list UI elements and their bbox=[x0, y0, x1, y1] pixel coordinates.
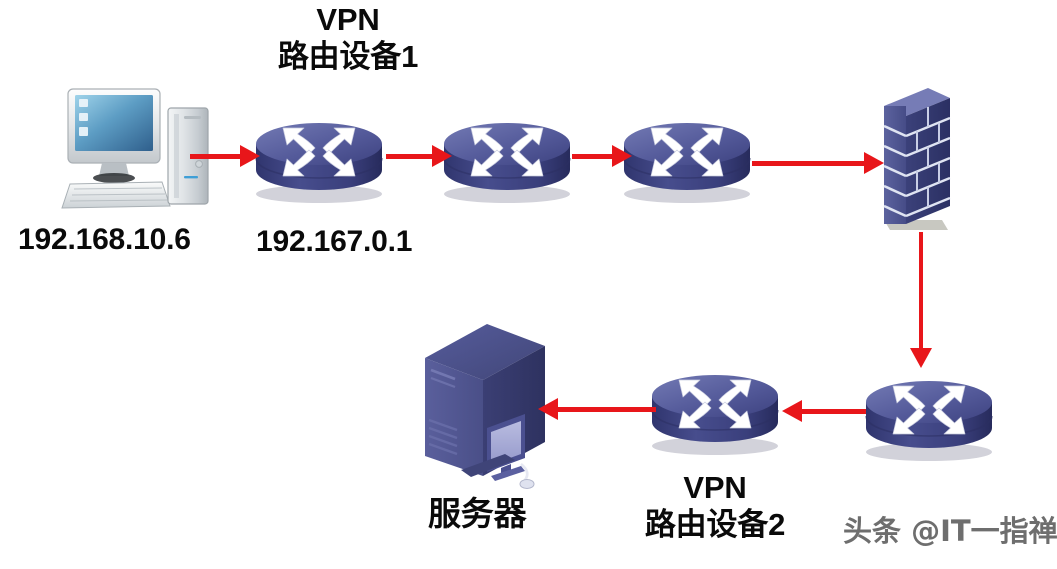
arrow-firewall-to-router4 bbox=[910, 232, 932, 368]
vpn-router-2-label: VPN 路由设备2 bbox=[610, 470, 820, 543]
router-4 bbox=[862, 358, 996, 462]
vpn-router-2-label-line1: VPN bbox=[683, 470, 747, 505]
server-label: 服务器 bbox=[428, 495, 527, 532]
vpn-router-1 bbox=[252, 100, 386, 204]
watermark: 头条 @IT一指禅 bbox=[843, 514, 1057, 548]
vpn-router-1-label: VPN 路由设备1 bbox=[238, 2, 458, 75]
router1-ip-label: 192.167.0.1 bbox=[256, 225, 413, 258]
firewall bbox=[868, 80, 954, 240]
vpn-router-1-label-line2: 路由设备1 bbox=[277, 38, 419, 74]
arrow-router1-to-router2 bbox=[386, 145, 452, 167]
server bbox=[405, 318, 577, 500]
arrow-client-to-router1 bbox=[190, 145, 260, 167]
router-2 bbox=[440, 100, 574, 204]
arrow-router4-to-router5 bbox=[782, 400, 866, 422]
vpn-router-2-label-line2: 路由设备2 bbox=[644, 506, 786, 542]
arrow-router2-to-router3 bbox=[572, 145, 632, 167]
router-3 bbox=[620, 100, 754, 204]
client-ip-label: 192.168.10.6 bbox=[18, 223, 191, 256]
arrow-router3-to-firewall bbox=[752, 152, 884, 174]
arrow-router5-to-server bbox=[538, 398, 656, 420]
client-computer bbox=[58, 86, 218, 214]
vpn-router-1-label-line1: VPN bbox=[316, 2, 380, 37]
vpn-router-2 bbox=[648, 352, 782, 456]
